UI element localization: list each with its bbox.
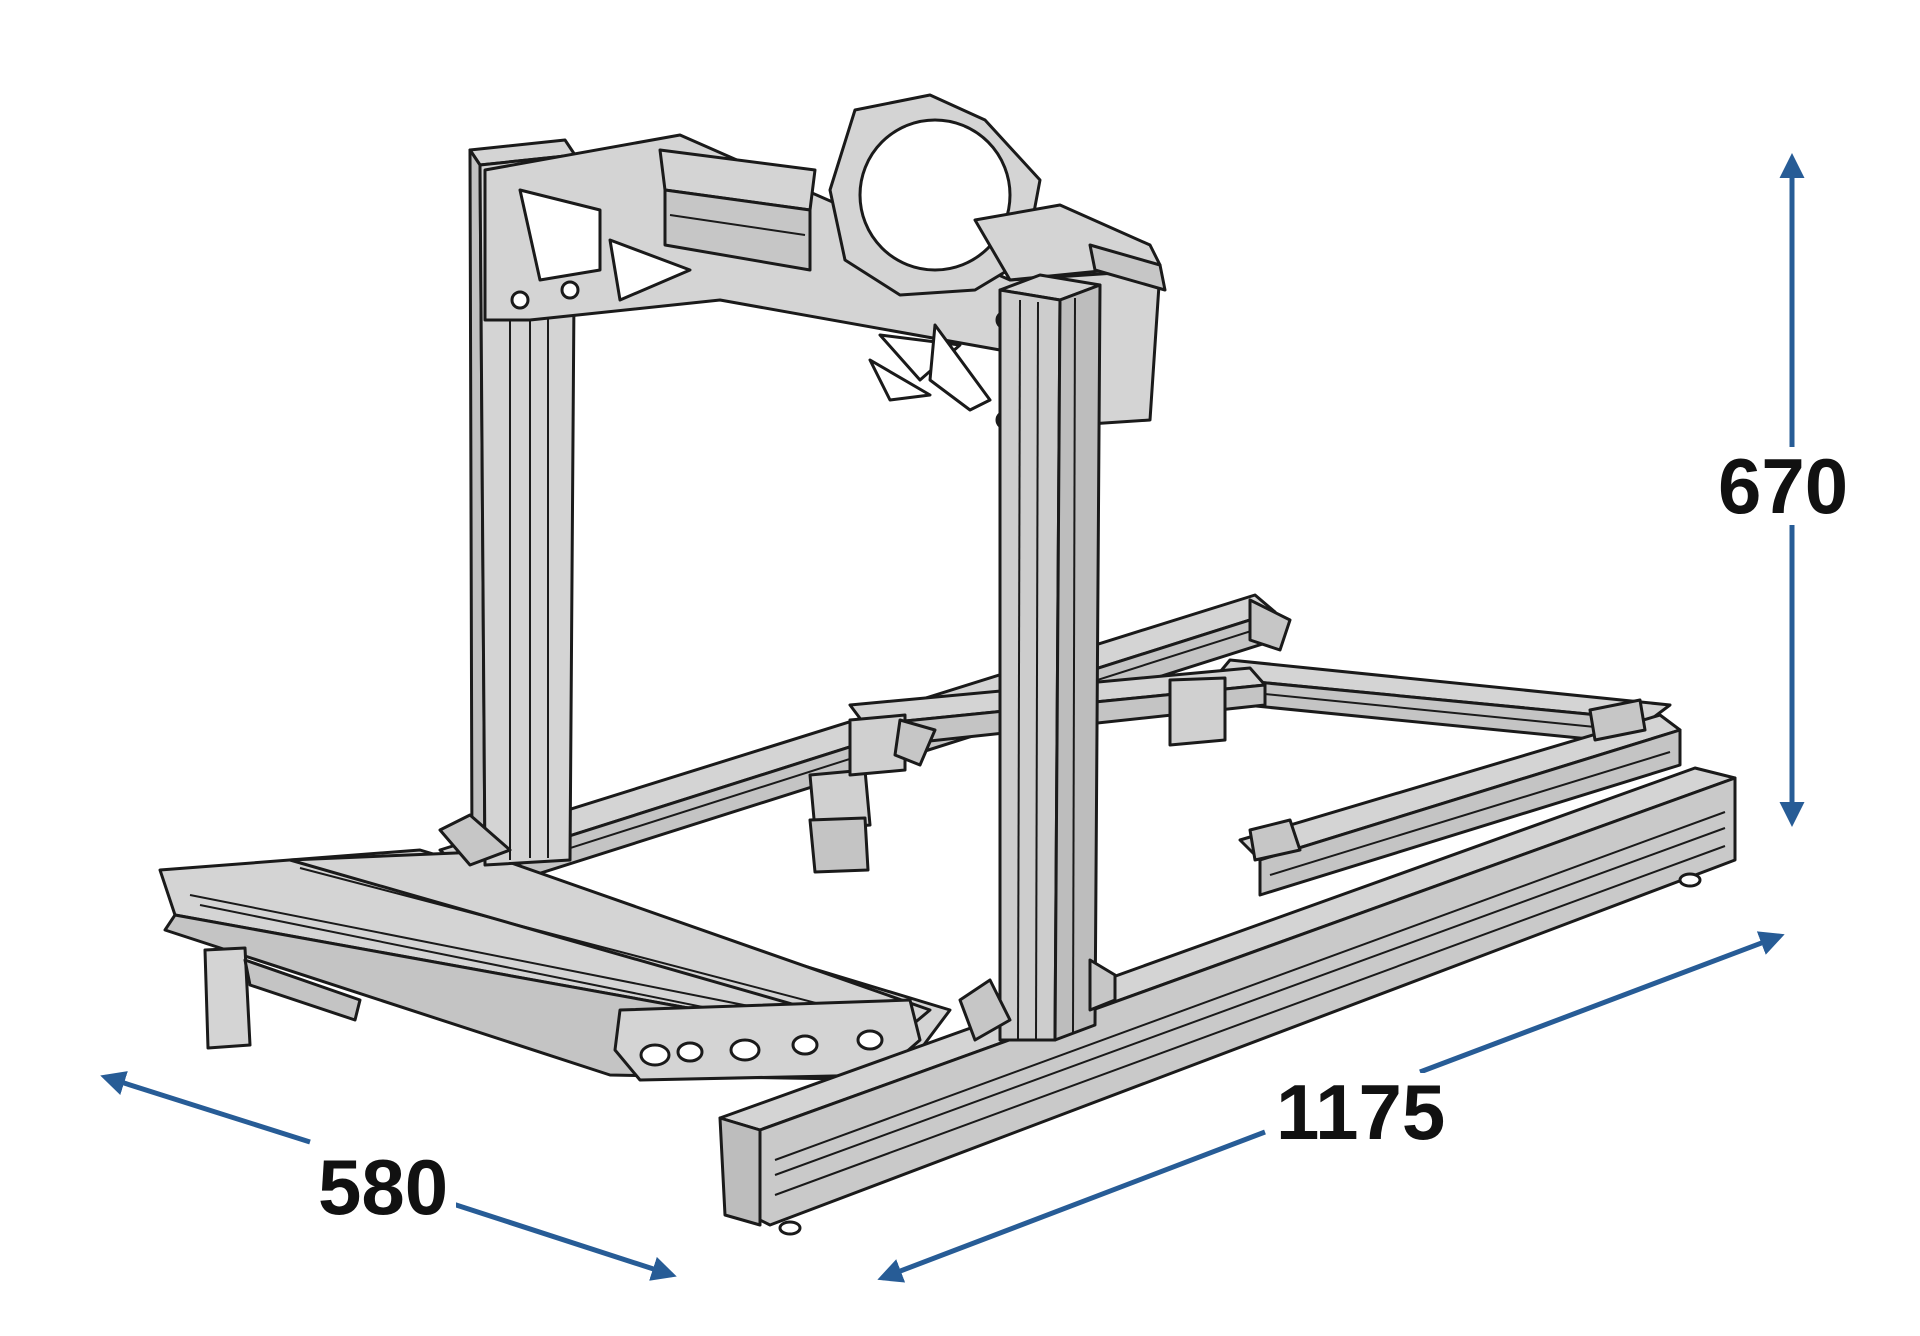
upright-left xyxy=(468,138,577,867)
height-dimension-label: 670 xyxy=(1710,447,1857,525)
length-arrow-upper xyxy=(1419,931,1785,1075)
wheel-base-plate xyxy=(828,93,1042,297)
width-arrow-left xyxy=(100,1071,311,1145)
top-rear-rail xyxy=(658,148,817,272)
pedal-deck-supports xyxy=(203,946,362,1050)
frame xyxy=(158,93,1737,1236)
length-dimension-label: 1175 xyxy=(1268,1073,1454,1151)
gusset-right xyxy=(958,958,1117,1042)
pedal-deck-inner-rail xyxy=(288,850,932,1037)
pedal-plate xyxy=(613,998,922,1082)
width-arrow-right xyxy=(449,1200,677,1281)
top-right-rail xyxy=(973,203,1167,292)
interior-brackets xyxy=(808,598,1647,874)
upright-right xyxy=(998,273,1102,1042)
width-dimension-label: 580 xyxy=(310,1148,457,1226)
gusset-left xyxy=(438,813,512,867)
length-arrow-lower xyxy=(877,1129,1266,1283)
seat-rail-right-upper xyxy=(1238,713,1682,897)
